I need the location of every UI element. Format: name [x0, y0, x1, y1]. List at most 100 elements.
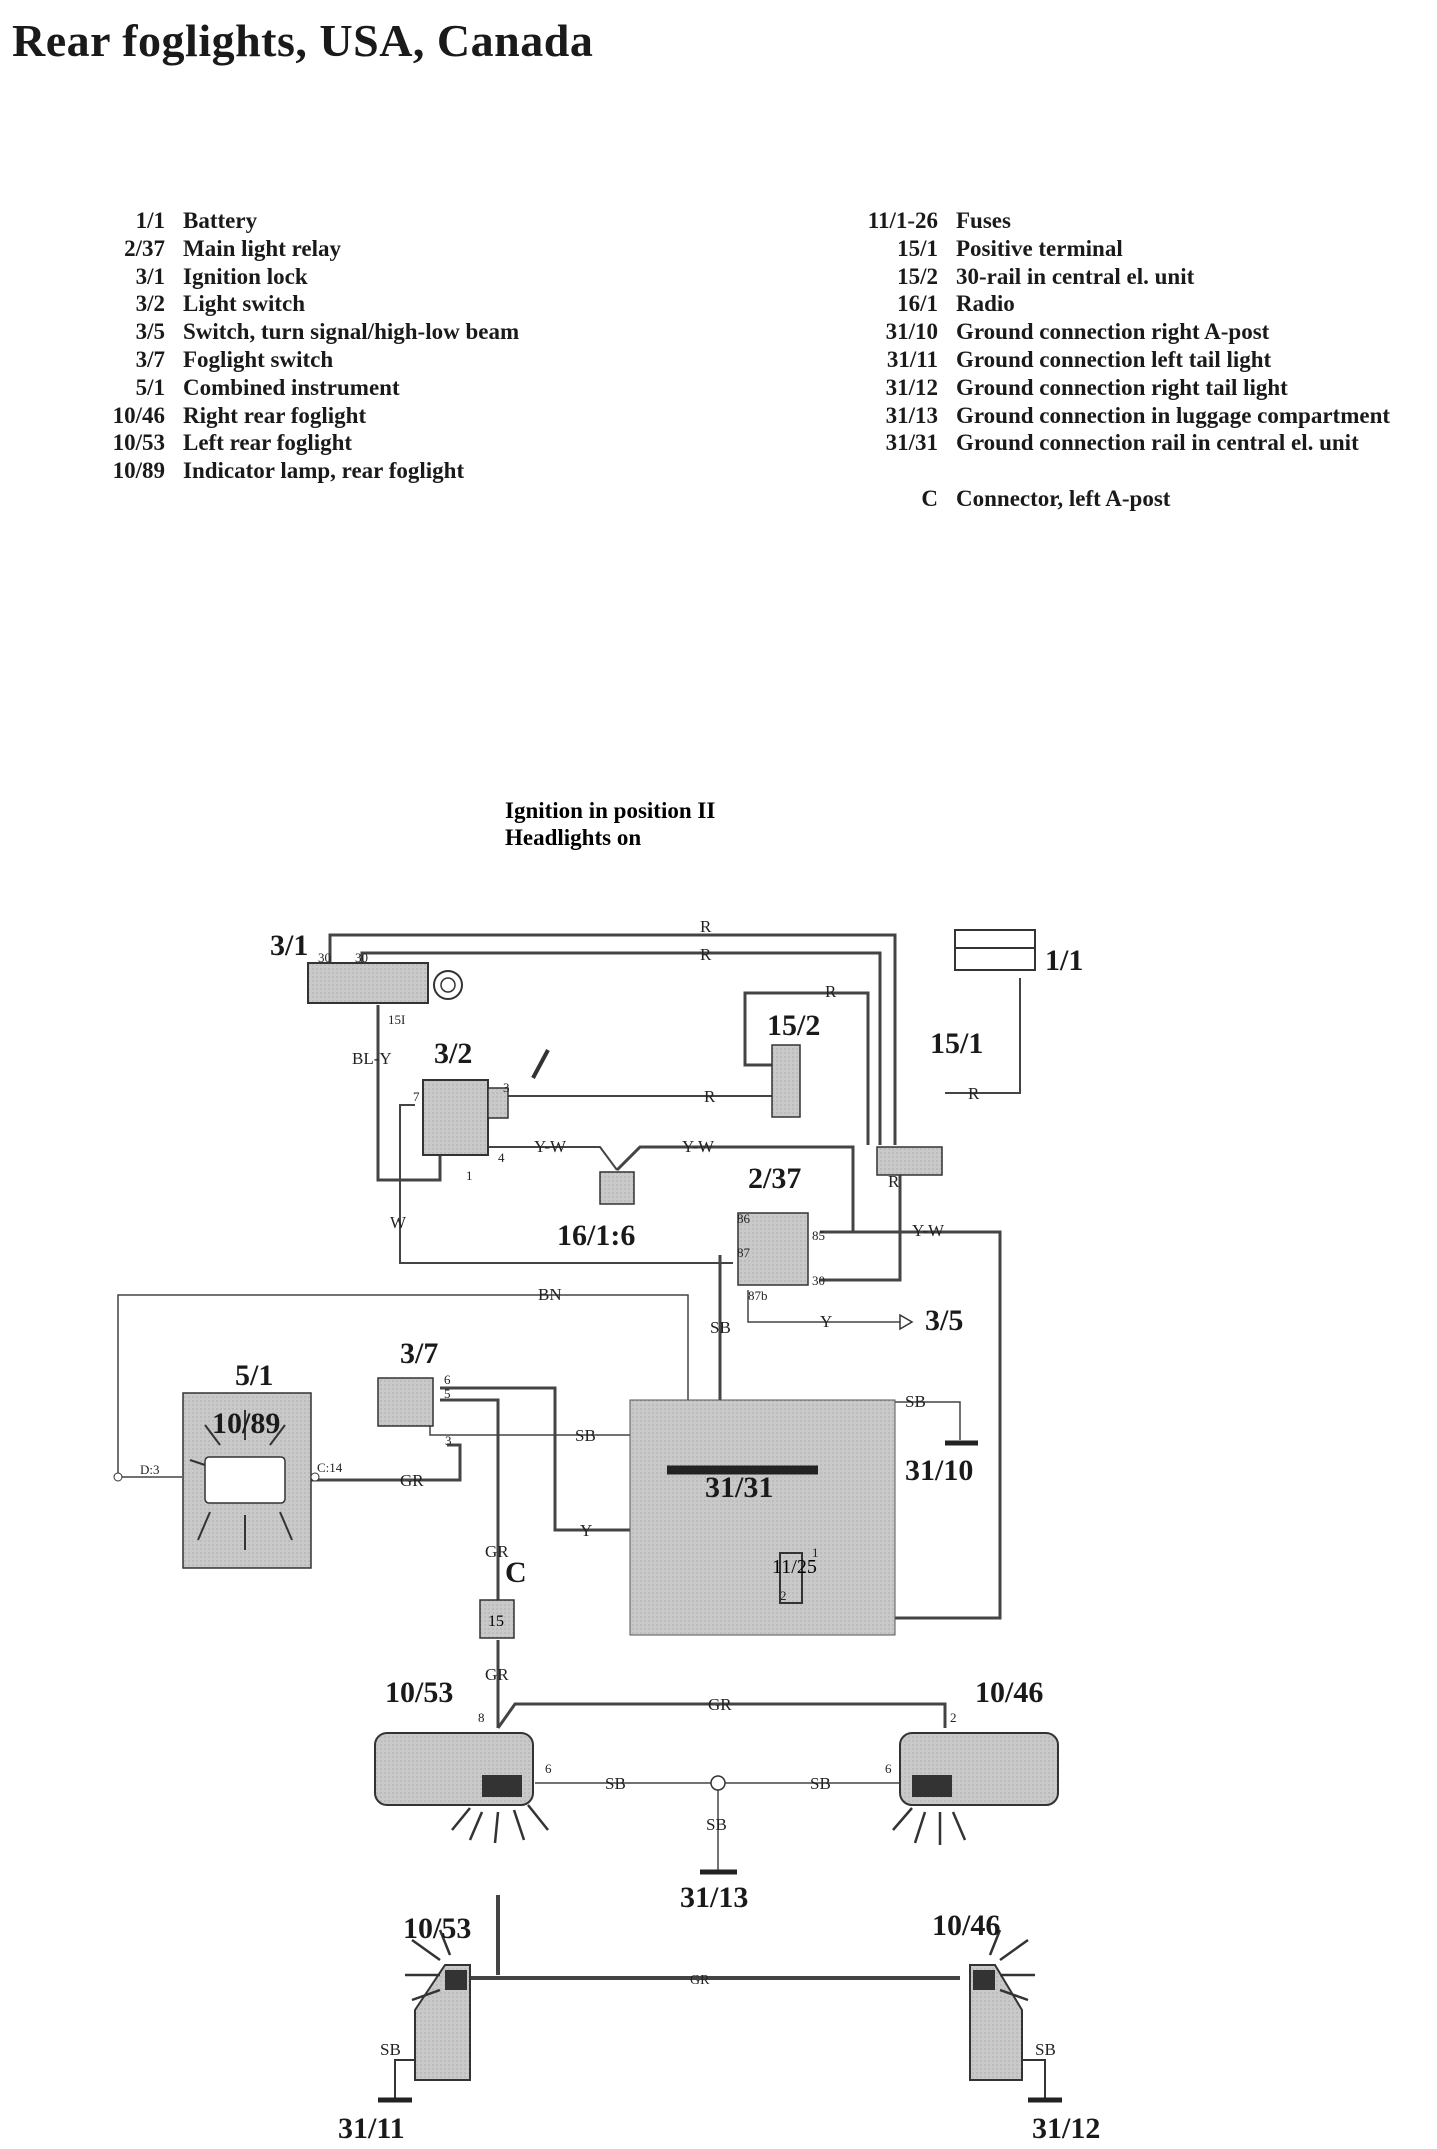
- label-10-46-lower: 10/46: [932, 1909, 1000, 1942]
- legend-label: Ignition lock: [183, 263, 308, 289]
- wire-gr-51: [310, 1443, 462, 1482]
- left-rear-light-side: [378, 1929, 471, 2103]
- pin-85: 85: [812, 1228, 825, 1243]
- wire-yw1: [480, 1146, 618, 1171]
- wire-label-sb-br: SB: [1035, 2040, 1056, 2059]
- wire-label-sb-down: SB: [706, 1815, 727, 1834]
- condition-headlights: Headlights on: [505, 825, 641, 850]
- wire-w: [399, 1104, 733, 1264]
- label-16-1-6: 16/1:6: [557, 1219, 635, 1252]
- legend-code: 31/31: [885, 430, 938, 456]
- wire-label-yw1: Y-W: [534, 1137, 567, 1156]
- pin-d3: D:3: [140, 1462, 160, 1477]
- battery-1-1: [954, 929, 1036, 971]
- legend-row: 31/31 Ground connection rail in central e…: [820, 429, 1390, 457]
- pin-87: 87: [737, 1245, 751, 1260]
- connector-c-block: [479, 1599, 515, 1639]
- wire-label-y35: Y: [820, 1312, 832, 1331]
- label-31-13: 31/13: [680, 1881, 748, 1914]
- pin-15i: 15I: [388, 1012, 405, 1027]
- main-light-relay-2-37: [737, 1212, 809, 1286]
- legend-label: Switch, turn signal/high-low beam: [183, 319, 520, 345]
- label-3-2: 3/2: [434, 1037, 472, 1070]
- legend-code: 10/89: [112, 458, 165, 484]
- ignition-lock-3-1: [307, 962, 463, 1004]
- wire-label-sb-l: SB: [605, 1774, 626, 1793]
- legend-label: Radio: [956, 291, 1015, 317]
- legend-code: 15/2: [897, 263, 938, 289]
- wire-r-11: [945, 978, 1021, 1094]
- left-rear-foglight-upper: [374, 1732, 549, 1844]
- wire-label-gr-top: GR: [708, 1695, 732, 1714]
- legend-label: Battery: [183, 208, 258, 233]
- pin-c14: C:14: [317, 1460, 343, 1475]
- legend-label: Ground connection right tail light: [956, 374, 1288, 400]
- legend-row: 3/7 Foglight switch: [60, 346, 519, 374]
- legend-code: 5/1: [135, 374, 165, 400]
- wire-gr-c: [440, 1398, 500, 1600]
- wire-label-y: Y: [580, 1521, 592, 1540]
- legend-code: 31/12: [885, 374, 938, 400]
- wire-label-sb-bl: SB: [380, 2040, 401, 2059]
- legend-code: 31/11: [886, 346, 938, 372]
- wire-label-sb-r: SB: [810, 1774, 831, 1793]
- legend-row: 31/12 Ground connection right tail light: [820, 374, 1390, 402]
- label-3-5: 3/5: [925, 1304, 963, 1337]
- pin-8: 8: [478, 1710, 485, 1725]
- label-31-10: 31/10: [905, 1454, 973, 1487]
- label-10-53-upper: 10/53: [385, 1676, 453, 1709]
- pin-3: 3: [503, 1080, 510, 1095]
- right-rear-foglight-upper: [892, 1732, 1059, 1845]
- pin-3b: 3: [445, 1433, 452, 1448]
- legend-code: 2/37: [124, 235, 165, 261]
- radio-16-1: [599, 1171, 635, 1205]
- pin-30b: 30: [355, 950, 368, 965]
- legend-code: C: [921, 485, 938, 511]
- pin-1: 1: [466, 1168, 473, 1183]
- wire-label-r4: R: [704, 1087, 716, 1106]
- legend-code: 1/1: [135, 208, 165, 233]
- legend-code: 3/2: [135, 291, 165, 317]
- legend-code: 16/1: [897, 291, 938, 317]
- wire-label-bn: BN: [538, 1285, 562, 1304]
- label-fuse-15: 15: [488, 1613, 504, 1630]
- wire-label-bly: BL-Y: [352, 1049, 392, 1068]
- pin-86: 86: [737, 1211, 751, 1226]
- splice-point: [710, 1775, 726, 1791]
- label-3-7: 3/7: [400, 1337, 438, 1370]
- legend-label: Ground connection rail in central el. un…: [956, 430, 1359, 456]
- wire-bly: [376, 1005, 442, 1182]
- legend-label: Connector, left A-post: [956, 485, 1171, 511]
- legend-label: 30-rail in central el. unit: [956, 263, 1195, 289]
- legend-label: Combined instrument: [183, 374, 400, 400]
- label-1-1: 1/1: [1045, 944, 1083, 977]
- pin-fuse-2: 2: [780, 1588, 787, 1603]
- wire-r-152: [743, 991, 870, 1145]
- legend-code: 3/7: [135, 346, 165, 372]
- label-connector-c: C: [505, 1556, 527, 1589]
- wire-label-sb-3110: SB: [905, 1392, 926, 1411]
- legend-label: Indicator lamp, rear foglight: [183, 458, 465, 484]
- label-31-11: 31/11: [338, 2112, 405, 2145]
- legend-code: 15/1: [897, 235, 938, 261]
- wire-label-sb1: SB: [575, 1426, 596, 1445]
- label-15-1: 15/1: [930, 1027, 983, 1060]
- legend-label: Right rear foglight: [183, 402, 367, 428]
- label-31-31: 31/31: [705, 1471, 773, 1504]
- pin-30r: 30: [812, 1273, 825, 1288]
- positive-terminal-15-1: [876, 1146, 943, 1176]
- label-10-46-upper: 10/46: [975, 1676, 1043, 1709]
- wire-label-r3: R: [825, 982, 837, 1001]
- legend-label: Ground connection in luggage compartment: [956, 402, 1391, 428]
- legend-label: Foglight switch: [183, 346, 334, 372]
- legend-row: 1/1 Battery: [60, 207, 519, 235]
- legend-code: 3/5: [135, 319, 165, 345]
